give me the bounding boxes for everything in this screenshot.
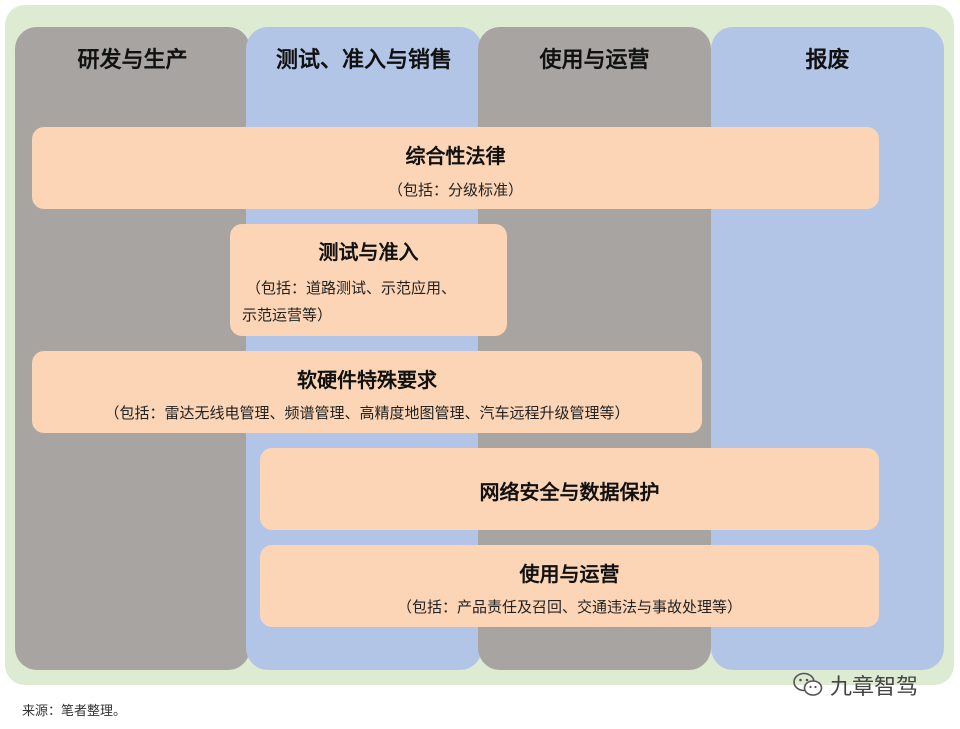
source-note: 来源：笔者整理。 bbox=[22, 704, 127, 719]
column-title-testing: 测试、准入与销售 bbox=[275, 47, 452, 73]
watermark: 九章智驾 bbox=[792, 668, 918, 702]
box-hw-sw-requirements: 软硬件特殊要求 （包括：雷达无线电管理、频谱管理、高精度地图管理、汽车远程升级管… bbox=[32, 351, 702, 433]
box-subtitle: （包括：雷达无线电管理、频谱管理、高精度地图管理、汽车远程升级管理等） bbox=[104, 404, 630, 422]
box-subtitle-line1: （包括：道路测试、示范应用、 bbox=[246, 279, 457, 297]
box-comprehensive-law: 综合性法律 （包括：分级标准） bbox=[32, 127, 879, 209]
box-title: 测试与准入 bbox=[318, 240, 419, 264]
column-title-rnd: 研发与生产 bbox=[77, 47, 188, 73]
column-title-operation: 使用与运营 bbox=[539, 47, 650, 73]
column-rnd bbox=[15, 27, 250, 670]
watermark-text: 九章智驾 bbox=[830, 675, 919, 700]
box-title: 综合性法律 bbox=[405, 144, 506, 168]
column-title-scrap: 报废 bbox=[805, 47, 850, 73]
box-testing-access: 测试与准入 （包括：道路测试、示范应用、 示范运营等） bbox=[230, 224, 507, 336]
box-use-operation: 使用与运营 （包括：产品责任及召回、交通违法与事故处理等） bbox=[260, 545, 879, 627]
box-subtitle: （包括：产品责任及召回、交通违法与事故处理等） bbox=[396, 598, 742, 616]
box-subtitle: （包括：分级标准） bbox=[387, 181, 523, 199]
box-cybersecurity: 网络安全与数据保护 bbox=[260, 448, 879, 530]
box-subtitle-line2: 示范运营等） bbox=[242, 306, 333, 324]
box-title: 使用与运营 bbox=[519, 562, 620, 586]
box-title: 软硬件特殊要求 bbox=[297, 368, 437, 392]
wechat-icon bbox=[793, 672, 823, 696]
box-title: 网络安全与数据保护 bbox=[479, 480, 660, 504]
